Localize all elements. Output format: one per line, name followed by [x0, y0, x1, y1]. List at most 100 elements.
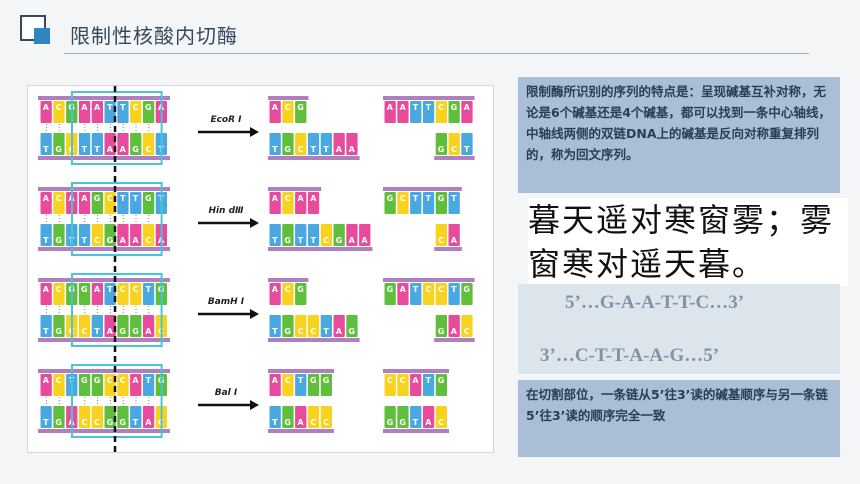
row0-frag2-bottom-base-1 — [448, 133, 460, 155]
row1-frag2-top-base-label-4: G — [438, 194, 445, 203]
row0-frag2-top-base-label-4: C — [438, 103, 444, 112]
row3-bottom-base-0 — [40, 406, 52, 428]
row2-frag1-top-base-1 — [282, 283, 294, 305]
row3-enzyme-label: Bal Ⅰ — [215, 388, 238, 398]
row0-frag2-top-base-4 — [435, 101, 447, 123]
row2-frag1-top-base-2 — [295, 283, 307, 305]
row3-bottom-base-label-1: G — [55, 418, 62, 427]
row1-frag2-bottom-base-label-1: A — [451, 236, 458, 245]
row3-frag1-top-base-label-1: C — [285, 376, 291, 385]
row0-frag2-top-base-label-0: A — [387, 103, 394, 112]
row2-frag2-bottom-base-0 — [435, 315, 447, 337]
row0-frag1-bottom-base-5 — [333, 133, 345, 155]
row0-frag1-bottom-base-label-6: A — [349, 145, 356, 154]
row1-top-base-8 — [142, 192, 155, 214]
row2-frag2-bottom-backbone — [434, 338, 475, 342]
row3-frag1-top-base-2 — [295, 374, 307, 396]
row1-frag2-top-backbone — [383, 187, 462, 191]
row2-bottom-base-label-8: A — [145, 327, 152, 336]
row0-frag2-top-base-0 — [384, 101, 396, 123]
row0-bottom-base-5 — [104, 133, 116, 155]
row0-frag1-bottom-base-label-3: T — [311, 145, 317, 154]
row3-recognition-frame — [71, 364, 163, 438]
row3-bottom-base-label-4: C — [94, 418, 100, 427]
row2-frag1-top-base-label-2: G — [297, 285, 304, 294]
row3-bottom-base-label-5: G — [107, 418, 114, 427]
row0-frag1-top-base-label-0: A — [272, 103, 279, 112]
row3-frag1-top-base-1 — [282, 374, 294, 396]
page-title: 限制性核酸内切酶 — [70, 24, 238, 48]
row0-top-base-6 — [117, 101, 129, 123]
row3-top-base-label-1: C — [56, 376, 62, 385]
row0-top-base-7 — [130, 101, 142, 123]
row1-bottom-base-label-6: A — [120, 236, 127, 245]
row0-frag1-bottom-base-3 — [307, 133, 320, 155]
row0-bottom-base-label-8: C — [145, 145, 151, 154]
row0-frag2-bottom-base-label-0: G — [438, 145, 445, 154]
row0-top-base-8 — [142, 101, 155, 123]
row3-frag1-top-base-0 — [269, 374, 281, 396]
row3-top-base-1 — [53, 374, 65, 396]
row1-frag1-bottom-base-label-7: A — [361, 236, 368, 245]
row3-frag1-bottom-base-4 — [320, 406, 332, 428]
row1-top-base-4 — [91, 192, 103, 214]
row1-frag1-top-backbone — [268, 187, 322, 191]
row2-bottom-base-label-3: C — [81, 327, 87, 336]
row3-frag2-bottom-base-label-3: A — [425, 418, 432, 427]
row2-frag1-bottom-base-label-0: T — [272, 327, 278, 336]
row0-frag2-top-base-label-3: T — [426, 103, 432, 112]
row1-frag1-bottom-base-3 — [307, 224, 320, 246]
row1-frag1-bottom-base-5 — [333, 224, 345, 246]
row1-frag1-bottom-base-label-3: T — [311, 236, 317, 245]
row3-frag1-bottom-backbone — [268, 429, 334, 433]
row1-frag1-bottom-base-1 — [282, 224, 294, 246]
row1-top-base-label-7: T — [133, 194, 139, 203]
row3-frag2-bottom-base-label-1: G — [399, 418, 406, 427]
row2-top-base-label-7: C — [133, 285, 139, 294]
row3-frag1-bottom-base-2 — [295, 406, 307, 428]
row0-frag1-top-base-label-1: C — [285, 103, 291, 112]
title-divider — [64, 53, 809, 54]
row1-frag1-bottom-base-label-5: G — [336, 236, 343, 245]
row2-top-base-label-1: C — [56, 285, 62, 294]
row0-frag1-bottom-base-2 — [295, 133, 307, 155]
row0-frag2-top-base-label-2: T — [413, 103, 419, 112]
row2-frag1-bottom-base-label-2: C — [298, 327, 304, 336]
row2-frag2-bottom-base-2 — [461, 315, 473, 337]
row2-bottom-base-5 — [104, 315, 116, 337]
row2-frag2-top-base-6 — [461, 283, 473, 305]
row2-frag2-top-base-label-6: G — [463, 285, 470, 294]
row2-bottom-base-8 — [142, 315, 155, 337]
row1-frag2-top-base-label-3: T — [426, 194, 432, 203]
row3-frag1-top-base-3 — [307, 374, 320, 396]
row2-frag2-top-base-label-2: T — [413, 285, 419, 294]
row1-frag1-top-base-0 — [269, 192, 281, 214]
row0-top-base-label-7: C — [133, 103, 139, 112]
row0-top-base-5 — [104, 101, 116, 123]
row1-recognition-frame — [71, 182, 163, 256]
row1-top-base-label-3: A — [81, 194, 88, 203]
row0-bottom-base-label-7: G — [132, 145, 139, 154]
row2-bottom-base-1 — [53, 315, 65, 337]
row3-bottom-base-4 — [91, 406, 103, 428]
row1-top-base-3 — [78, 192, 91, 214]
row2-frag1-bottom-backbone — [268, 338, 360, 342]
row1-bottom-base-label-5: G — [107, 236, 114, 245]
row3-top-base-label-7: A — [132, 376, 139, 385]
row3-top-base-5 — [104, 374, 116, 396]
row1-frag1-top-base-2 — [295, 192, 307, 214]
row0-bottom-base-0 — [40, 133, 52, 155]
row1-bottom-base-label-3: T — [82, 236, 88, 245]
row3-top-base-label-3: G — [81, 376, 88, 385]
row1-top-base-6 — [117, 192, 129, 214]
row3-top-base-6 — [117, 374, 129, 396]
row1-frag1-top-base-3 — [307, 192, 320, 214]
row0-bottom-base-3 — [78, 133, 91, 155]
row2-frag1-top-base-0 — [269, 283, 281, 305]
row1-frag1-bottom-base-label-0: T — [272, 236, 278, 245]
row0-frag2-top-backbone — [383, 96, 475, 100]
row0-frag1-bottom-base-label-0: T — [272, 145, 278, 154]
row0-bottom-base-8 — [142, 133, 155, 155]
row2-frag1-bottom-base-0 — [269, 315, 281, 337]
row0-frag1-top-base-1 — [282, 101, 294, 123]
